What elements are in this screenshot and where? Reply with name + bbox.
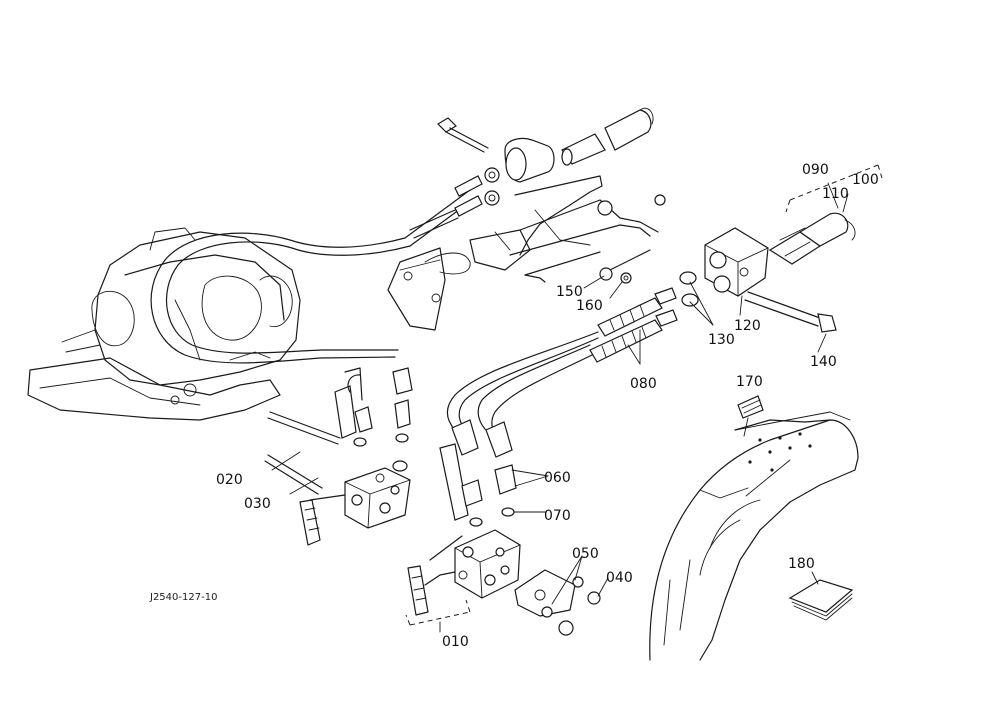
fender [649,395,859,661]
label-100: 100 [852,172,879,188]
drawing-code: J2540-127-10 [149,592,217,603]
label-040: 040 [606,570,633,586]
label-030: 030 [244,496,271,512]
label-060: 060 [544,470,571,486]
label-070: 070 [544,508,571,524]
label-150: 150 [556,284,583,300]
transmission-housing [27,227,301,421]
label-180: 180 [788,556,815,572]
label-020: 020 [216,472,243,488]
label-090: 090 [802,162,829,178]
label-120: 120 [734,318,761,334]
label-050: 050 [572,546,599,562]
label-130: 130 [708,332,735,348]
hydraulic-hoses [446,287,678,458]
hydraulic-pipe-loop [150,189,476,364]
label-080: 080 [630,376,657,392]
label-110: 110 [822,186,849,202]
control-valve-left [264,367,413,546]
coupler-block-assembly [679,164,883,333]
label-170: 170 [736,374,763,390]
part-labels: 010 020 030 040 050 060 070 080 090 100 … [149,162,879,650]
label-140: 140 [810,354,837,370]
control-valve-right [405,443,601,636]
upper-lift-assembly [387,107,666,331]
label-010: 010 [442,634,469,650]
label-160: 160 [576,298,603,314]
leader-lines [271,275,827,633]
